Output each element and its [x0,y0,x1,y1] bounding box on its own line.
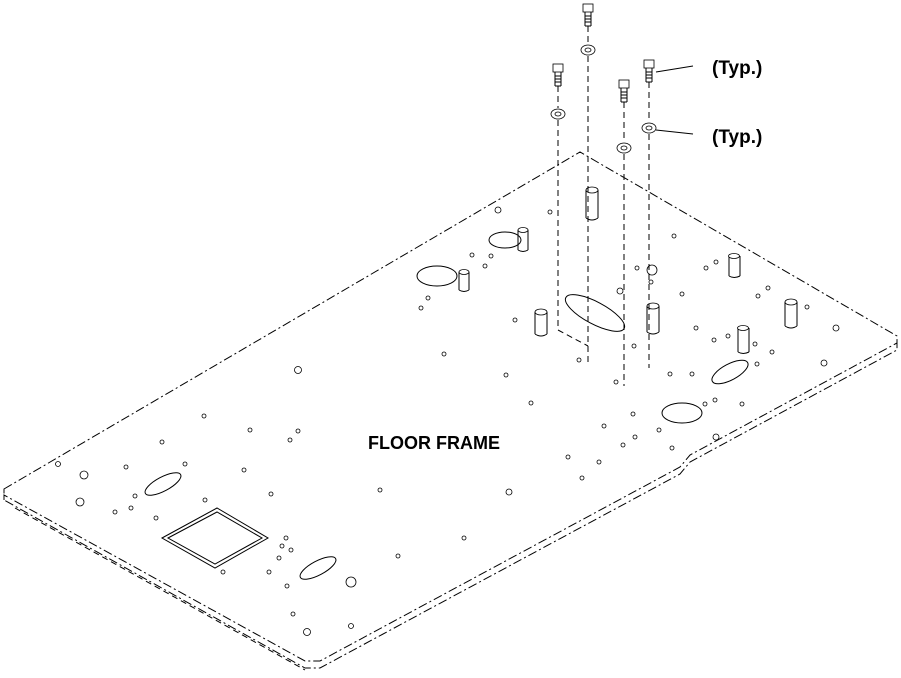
frame-standoffs [458,186,798,354]
leader-lines [655,65,694,135]
bolts [552,3,655,103]
washer-typ-label: (Typ.) [712,127,762,148]
bolt-typ-label: (Typ.) [712,58,762,79]
floor-frame-plate [3,151,898,671]
frame-slots [144,231,749,580]
floor-frame-label: FLOOR FRAME [368,433,500,453]
assembly-lines [557,26,650,386]
frame-holes [55,206,840,636]
frame-cutout [160,507,270,569]
washers [550,44,657,154]
